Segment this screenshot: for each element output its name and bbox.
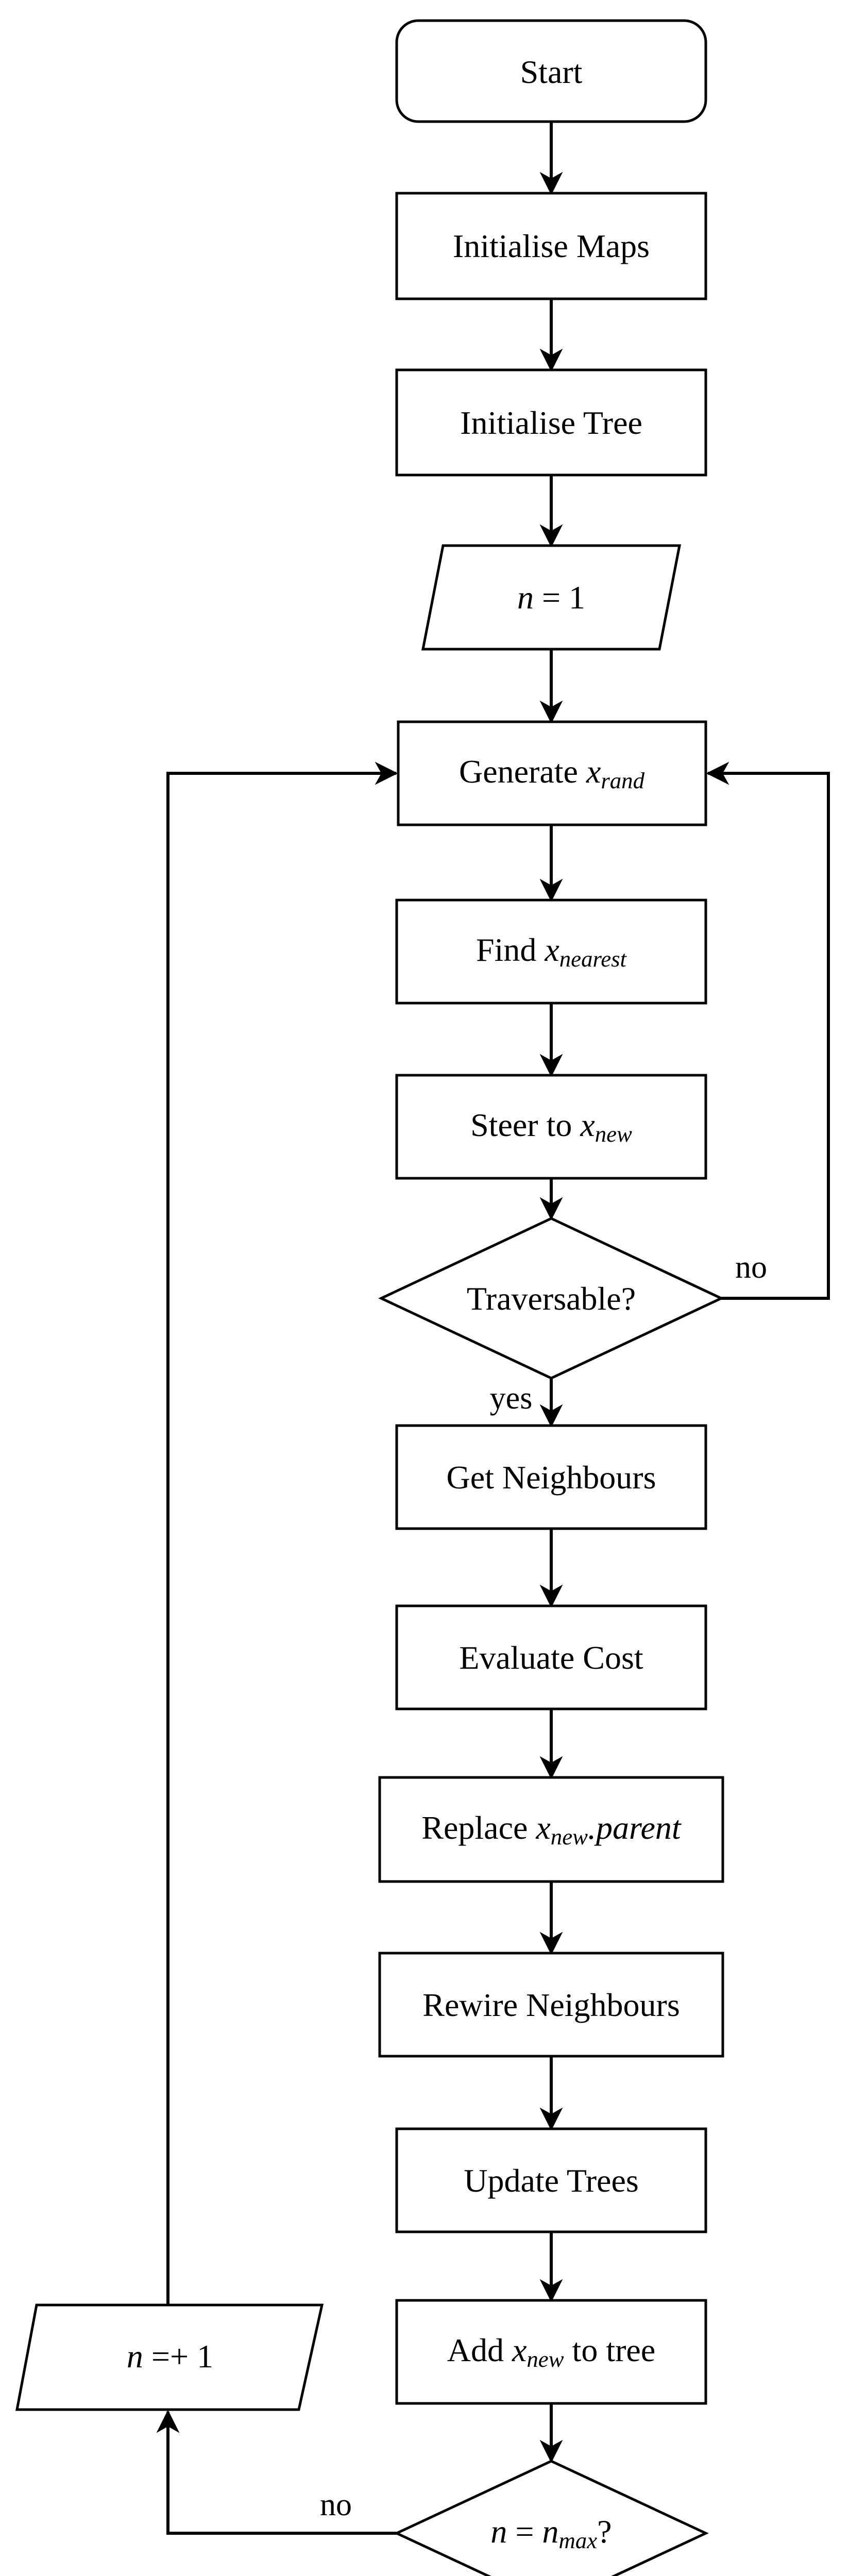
generate-x-rand-node-shape	[397, 720, 707, 826]
steer-to-x-new-label: Steer to xnew	[470, 1109, 632, 1146]
add-prefix: Add	[447, 2332, 512, 2369]
add-subscript: new	[527, 2346, 564, 2372]
n-equals-1-io-shape	[421, 544, 682, 651]
find-x-nearest-label: Find xnearest	[476, 934, 626, 971]
add-x-new-label: Add xnew to tree	[447, 2334, 655, 2371]
update-trees-label: Update Trees	[464, 2164, 639, 2197]
get-neighbours-label: Get Neighbours	[446, 1461, 656, 1494]
replace-var: x	[536, 1809, 551, 1846]
start-node-shape	[395, 19, 707, 123]
add-suffix: to tree	[564, 2332, 656, 2369]
evaluate-cost-label-text: Evaluate Cost	[459, 1639, 643, 1676]
generate-x-rand-label: Generate xrand	[459, 755, 644, 792]
find-subscript: nearest	[559, 945, 626, 972]
n-max-subscript: max	[558, 2527, 598, 2553]
start-label-text: Start	[520, 54, 583, 90]
n-max-var2: n	[542, 2513, 559, 2550]
edge-traversable-no-loop-to-generate	[706, 761, 830, 1300]
add-var: x	[512, 2332, 527, 2369]
get-neighbours-node-shape	[395, 1424, 707, 1530]
initialise-maps-label: Initialise Maps	[453, 230, 650, 263]
steer-subscript: new	[595, 1121, 632, 1147]
n-increment-var: n	[126, 2338, 143, 2375]
n-equals-1-label: n = 1	[517, 581, 585, 614]
add-x-new-node-shape	[395, 2299, 707, 2405]
steer-prefix: Steer to	[470, 1107, 581, 1144]
replace-subscript: new	[550, 1823, 588, 1850]
traversable-no-label: no	[735, 1251, 767, 1283]
replace-prefix: Replace	[421, 1809, 536, 1846]
edge-n-max-no-to-n-increment	[156, 2410, 397, 2535]
find-var: x	[545, 931, 559, 969]
initialise-tree-node-shape	[395, 368, 707, 477]
n-increment-label: n =+ 1	[127, 2340, 213, 2373]
traversable-label: Traversable?	[467, 1282, 636, 1315]
steer-var: x	[580, 1107, 595, 1144]
n-max-mid: =	[507, 2513, 542, 2550]
traversable-no-text: no	[735, 1250, 767, 1285]
generate-prefix: Generate	[459, 753, 586, 790]
n-max-no-label: no	[320, 2489, 352, 2521]
n-max-var1: n	[490, 2513, 507, 2550]
n-increment-io-shape	[15, 2303, 324, 2411]
evaluate-cost-node-shape	[395, 1604, 707, 1710]
initialise-tree-label-text: Initialise Tree	[460, 404, 642, 441]
find-prefix: Find	[476, 931, 545, 969]
update-trees-label-text: Update Trees	[464, 2162, 639, 2199]
rewire-neighbours-node-shape	[378, 1952, 724, 2058]
n-equals-1-var: n	[517, 579, 534, 616]
generate-subscript: rand	[601, 767, 644, 793]
traversable-label-text: Traversable?	[466, 1280, 636, 1317]
n-max-suffix: ?	[597, 2513, 612, 2550]
generate-var: x	[586, 753, 601, 790]
n-max-decision-shape	[394, 2460, 709, 2576]
replace-suffix: .parent	[587, 1809, 681, 1846]
initialise-tree-label: Initialise Tree	[460, 406, 642, 439]
evaluate-cost-label: Evaluate Cost	[459, 1641, 643, 1674]
traversable-yes-text: yes	[489, 1381, 533, 1416]
initialise-maps-label-text: Initialise Maps	[452, 228, 650, 264]
start-label: Start	[520, 56, 583, 89]
replace-parent-node-shape	[378, 1776, 724, 1883]
n-max-check-label: n = nmax?	[490, 2515, 612, 2552]
n-max-no-text: no	[320, 2487, 352, 2522]
find-x-nearest-node-shape	[395, 899, 707, 1005]
initialise-maps-node-shape	[395, 192, 707, 300]
n-increment-rest: =+ 1	[143, 2338, 214, 2375]
rewire-neighbours-label-text: Rewire Neighbours	[422, 1987, 680, 2023]
traversable-yes-label: yes	[490, 1382, 533, 1414]
n-equals-1-rest: = 1	[533, 579, 586, 616]
get-neighbours-label-text: Get Neighbours	[446, 1459, 656, 1496]
update-trees-node-shape	[395, 2127, 707, 2233]
rewire-neighbours-label: Rewire Neighbours	[422, 1989, 680, 2022]
traversable-decision-shape	[378, 1217, 724, 1380]
edge-n-increment-loop-to-generate	[166, 761, 398, 2305]
replace-parent-label: Replace xnew.parent	[421, 1811, 681, 1849]
steer-to-x-new-node-shape	[395, 1074, 707, 1180]
